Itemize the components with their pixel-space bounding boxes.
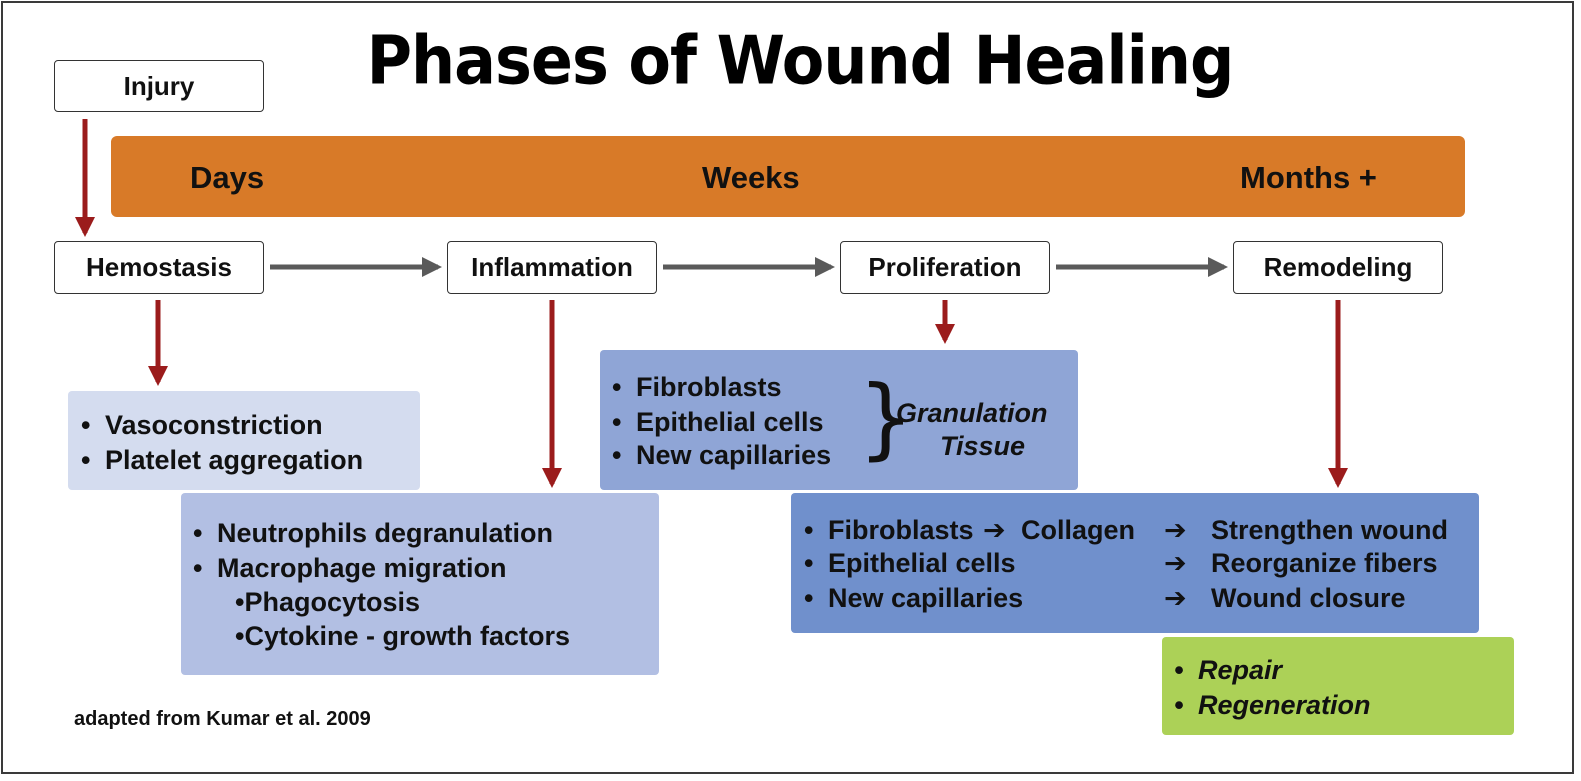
hemostasis-details-panel: Vasoconstriction Platelet aggregation [68, 391, 420, 490]
detail-item: Fibroblasts [612, 370, 781, 405]
inflammation-details-panel: Neutrophils degranulation Macrophage mig… [181, 493, 659, 675]
arrow-glyph: ➔ [1164, 548, 1187, 578]
curly-brace: } [858, 366, 914, 469]
outcome-item: Repair [1174, 653, 1282, 688]
timeline-months: Months + [1240, 160, 1377, 195]
injury-box: Injury [54, 60, 264, 112]
detail-item: Fibroblasts [804, 513, 973, 548]
detail-subitem: •Cytokine - growth factors [235, 621, 570, 651]
timeline-days: Days [190, 160, 265, 195]
detail-item: Epithelial cells [612, 405, 824, 440]
outcome-text: Reorganize fibers [1211, 548, 1438, 578]
phase-remodeling-label: Remodeling [1263, 252, 1413, 282]
detail-item: New capillaries [804, 581, 1023, 616]
proliferation-details-panel: Fibroblasts Epithelial cells New capilla… [600, 350, 1078, 490]
phase-proliferation-label: Proliferation [868, 252, 1022, 282]
detail-item: Platelet aggregation [81, 443, 363, 478]
detail-item: Neutrophils degranulation [193, 516, 553, 551]
outcome-text: Strengthen wound [1211, 515, 1448, 545]
granulation-label-line2: Tissue [940, 431, 1026, 461]
phase-hemostasis: Hemostasis [54, 241, 264, 294]
arrow-glyph: ➔ [1164, 515, 1187, 545]
arrow-glyph: ➔ [1164, 583, 1187, 613]
phase-inflammation: Inflammation [447, 241, 657, 294]
arrow-glyph: ➔ [983, 515, 1006, 545]
detail-item: Macrophage migration [193, 551, 507, 586]
outcome-item: Regeneration [1174, 688, 1370, 723]
source-credit: adapted from Kumar et al. 2009 [74, 708, 371, 730]
timeline-weeks: Weeks [702, 160, 800, 195]
phase-remodeling: Remodeling [1233, 241, 1443, 294]
outcomes-panel: Repair Regeneration [1162, 637, 1514, 735]
phase-proliferation: Proliferation [840, 241, 1050, 294]
granulation-label-line1: Granulation [896, 398, 1048, 428]
injury-label: Injury [123, 70, 195, 101]
outcome-text: Wound closure [1211, 583, 1406, 613]
detail-item: Vasoconstriction [81, 408, 323, 443]
remodeling-details-panel: Fibroblasts Epithelial cells New capilla… [791, 493, 1479, 633]
collagen-label: Collagen [1021, 515, 1136, 545]
detail-item: New capillaries [612, 438, 831, 473]
detail-subitem: •Phagocytosis [235, 587, 421, 617]
timeline-bar: Days Weeks Months + [111, 136, 1465, 217]
phase-hemostasis-label: Hemostasis [86, 252, 232, 282]
phase-inflammation-label: Inflammation [471, 252, 633, 282]
diagram-title: Phases of Wound Healing [366, 21, 1235, 100]
detail-item: Epithelial cells [804, 546, 1016, 581]
